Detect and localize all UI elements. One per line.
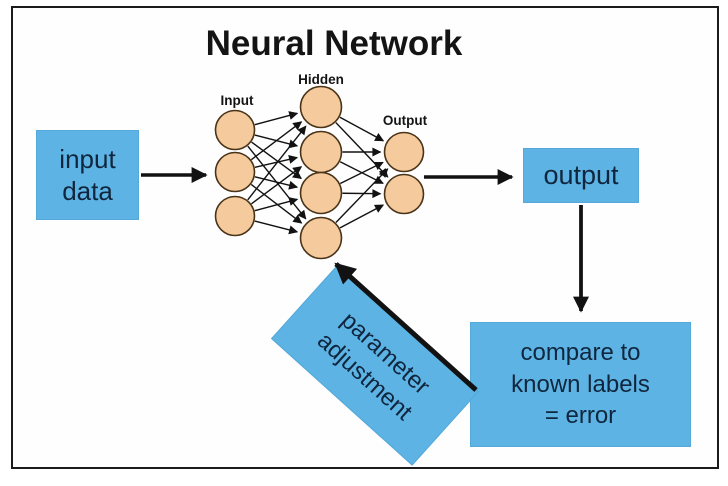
compare-line: known labels bbox=[511, 370, 650, 398]
input-data-line: input bbox=[59, 143, 116, 174]
input-data-line: data bbox=[62, 176, 113, 206]
output-box: output bbox=[523, 148, 639, 203]
hidden-layer-label: Hidden bbox=[298, 72, 344, 87]
input-layer-label: Input bbox=[220, 93, 254, 108]
input-data-box: input data bbox=[36, 130, 139, 220]
compare-line: = error bbox=[544, 402, 617, 430]
output-layer-label: Output bbox=[382, 113, 428, 128]
compare-line: compare to bbox=[520, 338, 641, 366]
diagram-title: Neural Network bbox=[205, 24, 463, 63]
compare-error-box: compare to known labels = error bbox=[470, 322, 691, 447]
output-label: output bbox=[543, 160, 619, 190]
